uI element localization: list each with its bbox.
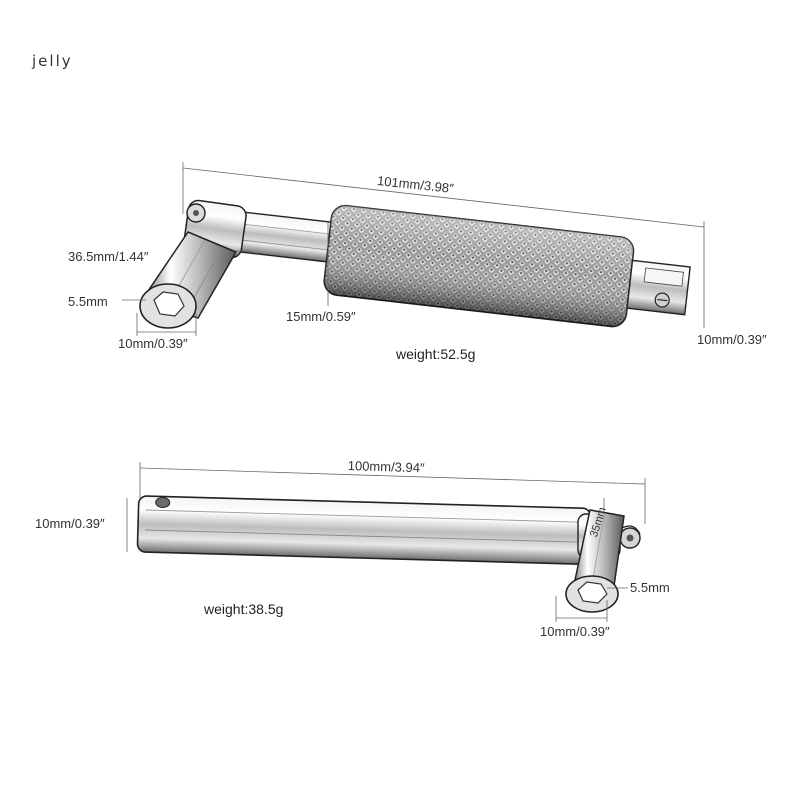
top-end-diameter-label: 10mm/0.39″ bbox=[697, 332, 767, 347]
top-socket-diameter-label: 10mm/0.39″ bbox=[118, 336, 188, 351]
bottom-socket-hex-label: 5.5mm bbox=[630, 580, 670, 595]
top-length-dimension-line bbox=[182, 162, 705, 328]
bottom-total-length-label: 100mm/3.94″ bbox=[347, 458, 425, 476]
bottom-shaft bbox=[136, 495, 592, 565]
top-hex-socket-opening bbox=[153, 291, 185, 317]
brand-logo-text: jelly bbox=[32, 52, 73, 70]
bottom-weight-label: weight:38.5g bbox=[204, 601, 284, 617]
bottom-socket-arm bbox=[565, 509, 625, 613]
top-grip-diameter-label: 15mm/0.59″ bbox=[286, 309, 356, 324]
bottom-socket-diameter-label: 10mm/0.39″ bbox=[540, 624, 610, 639]
top-shaft bbox=[234, 210, 340, 264]
bottom-shaft-diameter-label: 10mm/0.39″ bbox=[35, 516, 105, 531]
top-socket-arm bbox=[139, 231, 238, 329]
top-tool bbox=[122, 162, 705, 336]
top-weight-label: weight:52.5g bbox=[396, 346, 476, 362]
top-arm-length-label: 36.5mm/1.44″ bbox=[68, 249, 149, 264]
bottom-tool bbox=[126, 462, 646, 622]
bottom-hex-socket-opening bbox=[577, 581, 608, 604]
top-socket-hex-label: 5.5mm bbox=[68, 294, 108, 309]
bottom-length-dimension-line bbox=[126, 462, 646, 552]
